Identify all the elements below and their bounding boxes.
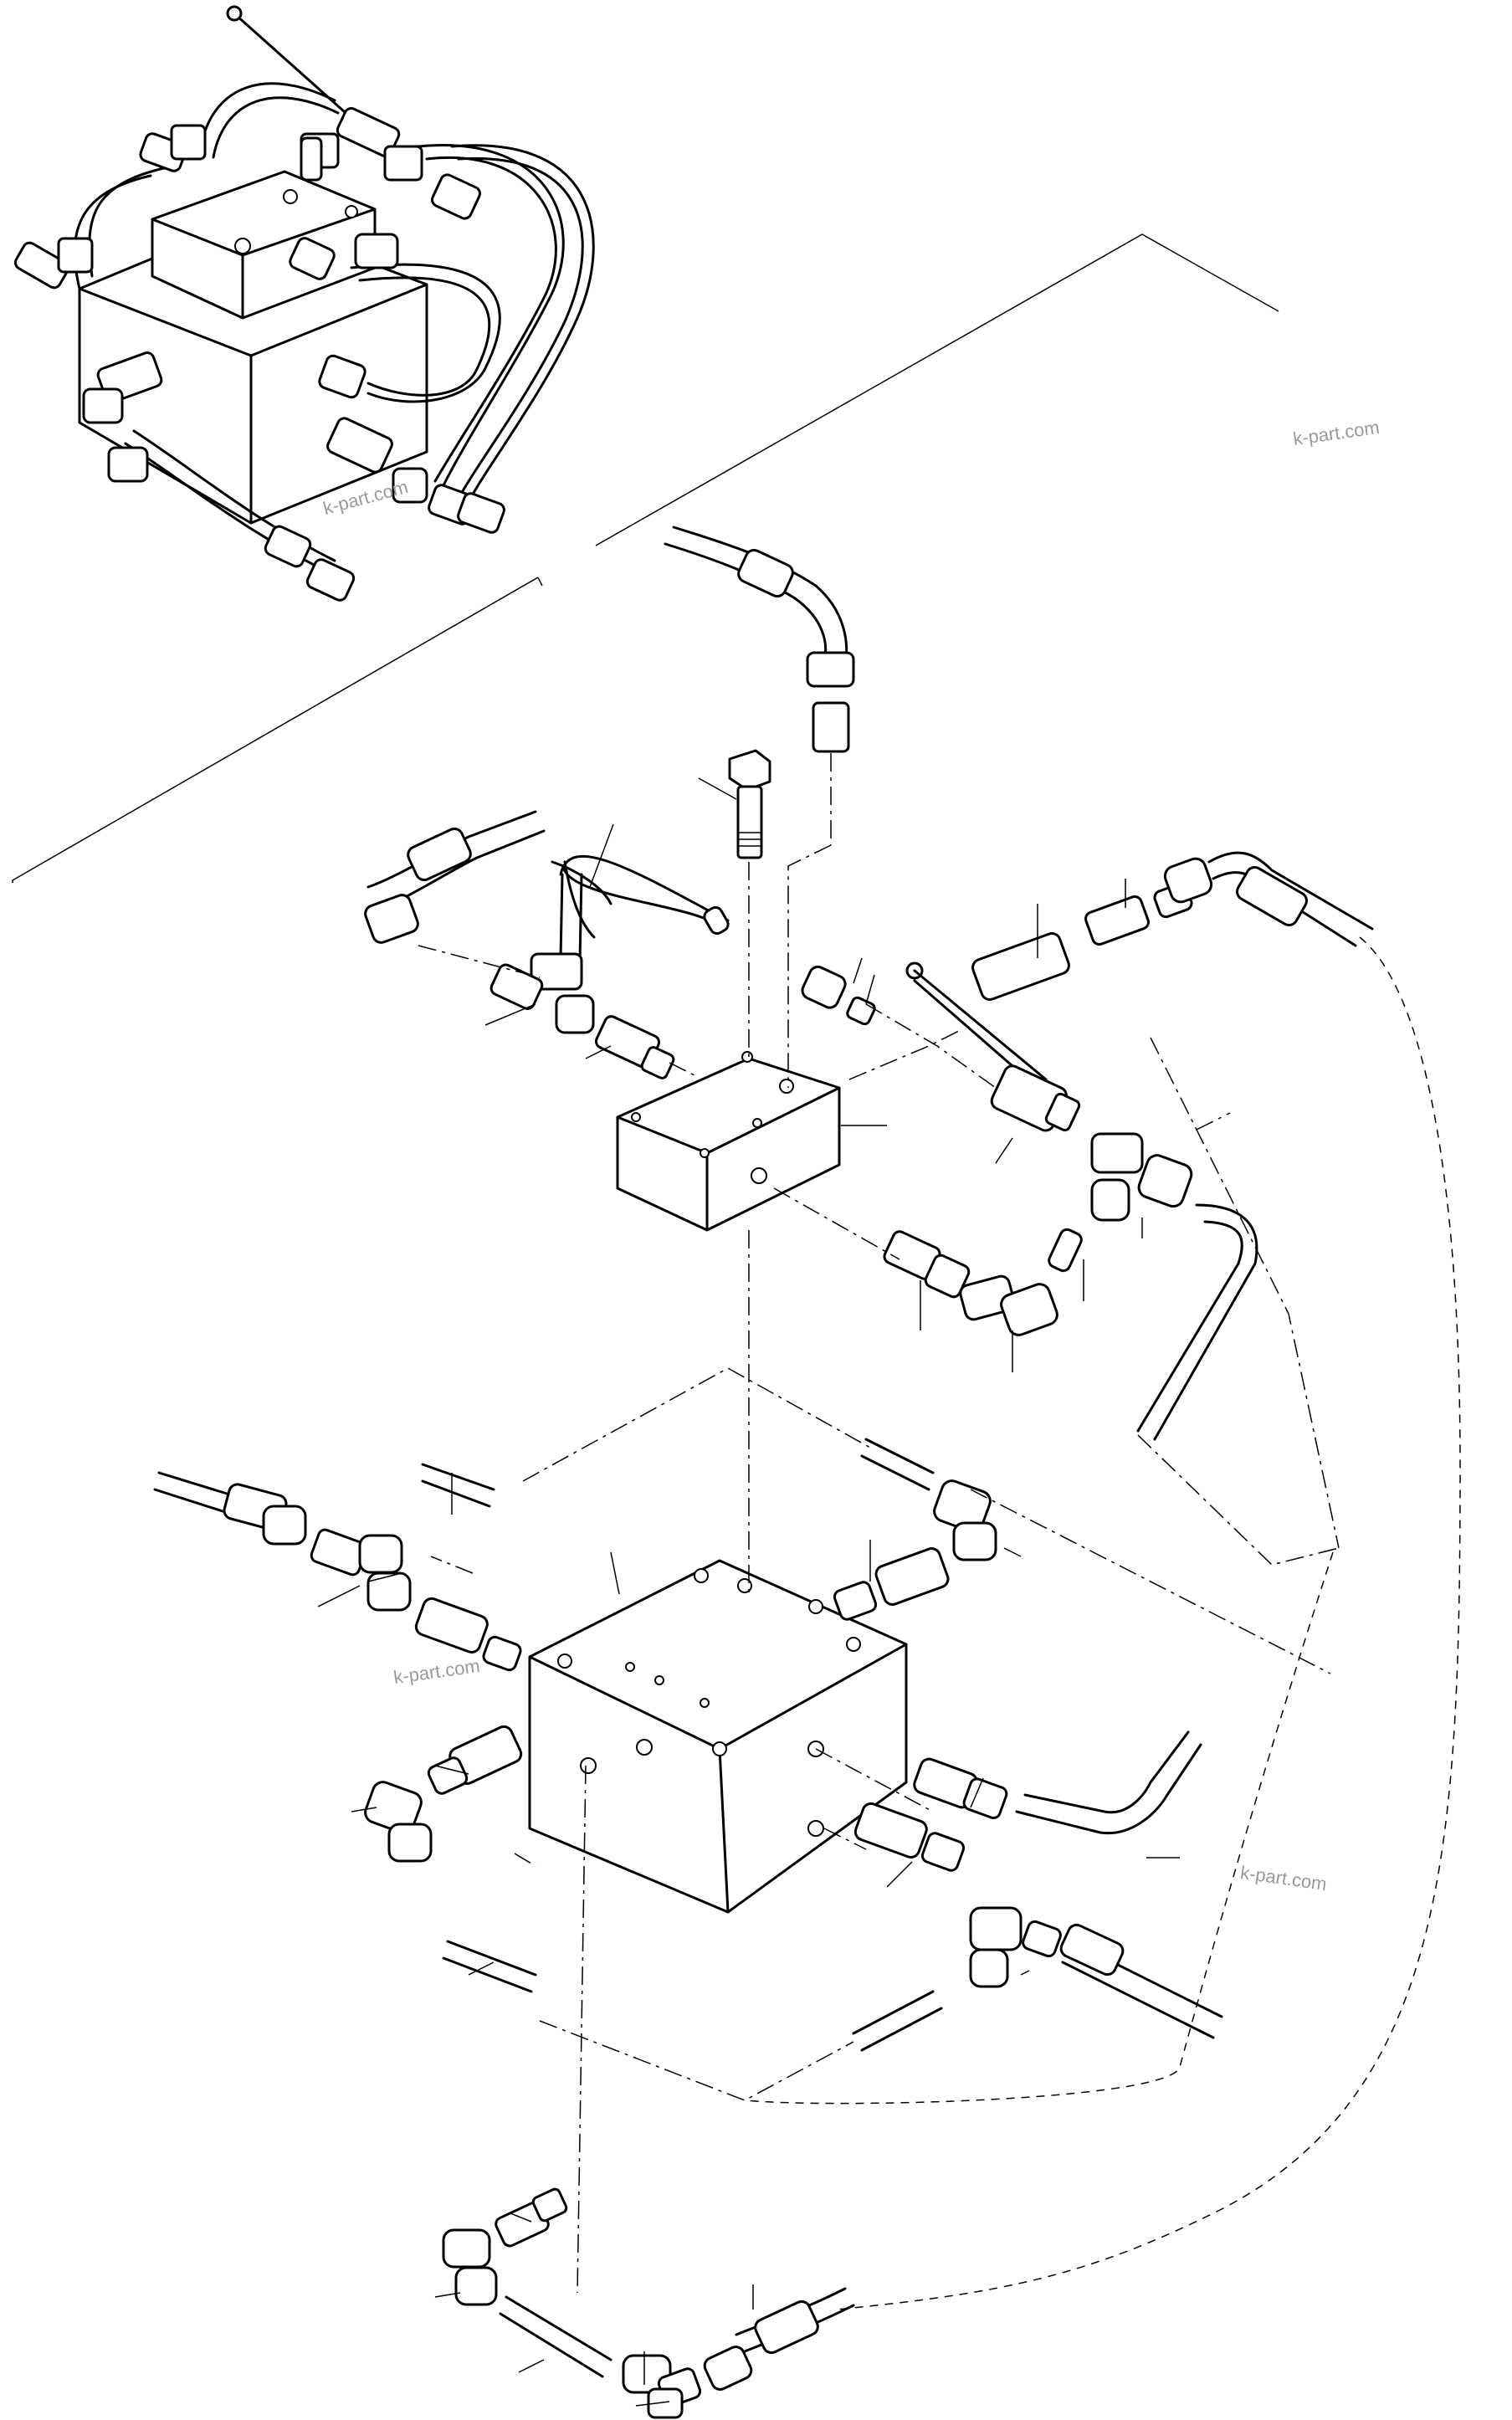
bolt [728, 749, 771, 859]
lower-valve-block [528, 1559, 908, 1914]
center-lines [418, 753, 1340, 2294]
upper-right-tee-assembly [883, 1132, 1258, 1441]
top-hose-assembly [664, 526, 855, 753]
lower-block-fittings [153, 1438, 1223, 2052]
hose-routing-dashed [744, 936, 1461, 2310]
perspective-frame [12, 233, 1279, 883]
leader-lines [317, 777, 1180, 2407]
assembled-block-inset [13, 5, 595, 602]
upper-valve-block [616, 1051, 841, 1232]
bottom-fittings [442, 2187, 855, 2419]
upper-left-hose-assembly [364, 810, 730, 1079]
nut-and-plug [801, 965, 876, 1026]
ball-valve-assembly [905, 851, 1374, 1132]
